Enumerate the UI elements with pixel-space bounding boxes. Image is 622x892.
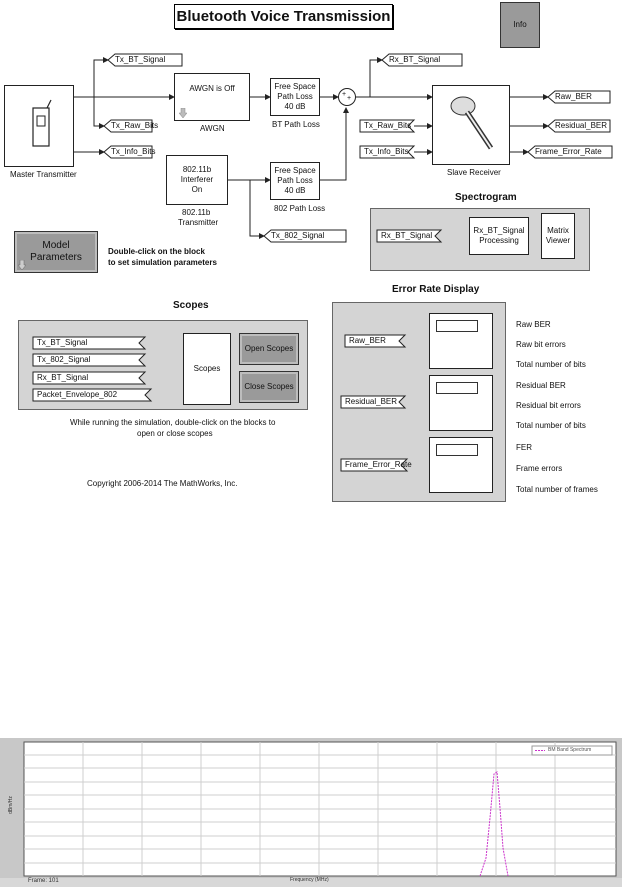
- spectrum-window: BM Band Spectrum dBm/Hz Frequency (MHz) …: [0, 738, 622, 887]
- scope-input-packet-envelope[interactable]: Packet_Envelope_802: [32, 388, 153, 402]
- master-transmitter-caption: Master Transmitter: [10, 170, 77, 179]
- down-arrow-icon: [179, 108, 187, 118]
- loss802-line1: Free Space: [274, 166, 316, 175]
- tag-frame-error-rate[interactable]: Frame_Error_Rate: [527, 145, 613, 159]
- copyright: Copyright 2006-2014 The MathWorks, Inc.: [87, 479, 238, 488]
- awgn-block[interactable]: AWGN is Off: [174, 73, 250, 121]
- viewer-line1: Matrix: [547, 226, 569, 235]
- headset-icon: [450, 96, 494, 150]
- loss802-line3: 40 dB: [284, 186, 306, 195]
- hint-line2: to set simulation parameters: [108, 258, 217, 267]
- rx-signal-processing-block[interactable]: Rx_BT_Signal Processing: [469, 217, 529, 255]
- scopes-block[interactable]: Scopes: [183, 333, 231, 405]
- error-input-raw-ber[interactable]: Raw_BER: [344, 334, 407, 348]
- scope-input-tx-802[interactable]: Tx_802_Signal: [32, 353, 147, 367]
- status-frame: Frame: 101: [28, 878, 59, 884]
- info-block[interactable]: Info: [500, 2, 540, 48]
- loss802-line2: Path Loss: [277, 176, 313, 185]
- close-scopes-button[interactable]: Close Scopes: [239, 371, 299, 403]
- error-rate-panel: Raw_BER Residual_BER Frame_Error_Rate: [332, 302, 506, 502]
- model-params-line2: Parameters: [30, 252, 82, 263]
- phone-icon: [32, 99, 52, 147]
- grid-lines: [24, 742, 616, 876]
- sum-block[interactable]: + +: [338, 88, 356, 106]
- tag-tx-raw-bits[interactable]: Tx_Raw_Bits: [103, 119, 158, 133]
- bt-loss-line2: Path Loss: [277, 92, 313, 101]
- bt-loss-line1: Free Space: [274, 82, 316, 91]
- tag-tx-bt-signal[interactable]: Tx_BT_Signal: [107, 53, 183, 67]
- scope-input-rx-bt[interactable]: Rx_BT_Signal: [32, 371, 147, 385]
- awgn-status: AWGN is Off: [189, 84, 235, 93]
- bt-path-loss-block[interactable]: Free Space Path Loss 40 dB: [270, 78, 320, 116]
- error-input-fer[interactable]: Frame_Error_Rate: [340, 458, 412, 472]
- tag-tx-info-bits[interactable]: Tx_Info_Bits: [103, 145, 155, 159]
- awgn-caption: AWGN: [200, 124, 225, 133]
- error-rate-title: Error Rate Display: [392, 284, 480, 295]
- page-title: Bluetooth Voice Transmission: [174, 4, 393, 29]
- legend-box: [531, 745, 613, 756]
- spectrum-plot: [0, 741, 622, 887]
- tag-tx-802-signal[interactable]: Tx_802_Signal: [263, 229, 347, 243]
- bt-path-loss-caption: BT Path Loss: [272, 120, 320, 129]
- open-scopes-button[interactable]: Open Scopes: [239, 333, 299, 365]
- spectrogram-title: Spectrogram: [455, 192, 517, 203]
- master-transmitter-block[interactable]: [4, 85, 74, 167]
- label-residual-ber: Residual BER: [516, 381, 566, 390]
- interferer-caption-1: 802.11b: [182, 208, 211, 217]
- spectrogram-panel: Rx_BT_Signal Rx_BT_Signal Processing Mat…: [370, 208, 590, 271]
- tag-residual-ber[interactable]: Residual_BER: [547, 119, 611, 133]
- tag-rx-bt-signal[interactable]: Rx_BT_Signal: [381, 53, 463, 67]
- slave-receiver-caption: Slave Receiver: [447, 168, 501, 177]
- label-frame-errors: Frame errors: [516, 464, 563, 473]
- scopes-note-line2: open or close scopes: [137, 429, 213, 438]
- processing-line2: Processing: [479, 236, 519, 245]
- processing-line1: Rx_BT_Signal: [473, 226, 525, 235]
- label-raw-bit-errors: Raw bit errors: [516, 340, 566, 349]
- spectrum-trace: [479, 771, 509, 877]
- fer-display[interactable]: [429, 437, 493, 493]
- label-total-bits-2: Total number of bits: [516, 421, 586, 430]
- scopes-title: Scopes: [173, 300, 209, 311]
- label-raw-ber: Raw BER: [516, 320, 551, 329]
- scope-input-tx-bt[interactable]: Tx_BT_Signal: [32, 336, 147, 350]
- model-parameters-block[interactable]: Model Parameters: [14, 231, 98, 273]
- scopes-note-line1: While running the simulation, double-cli…: [70, 418, 276, 427]
- from-tx-info-bits[interactable]: Tx_Info_Bits: [359, 145, 416, 159]
- label-total-frames: Total number of frames: [516, 485, 598, 494]
- y-axis-label: dBm/Hz: [7, 796, 14, 814]
- tag-raw-ber[interactable]: Raw_BER: [547, 90, 611, 104]
- raw-ber-display[interactable]: [429, 313, 493, 369]
- error-input-residual-ber[interactable]: Residual_BER: [340, 395, 407, 409]
- from-tx-raw-bits[interactable]: Tx_Raw_Bits: [359, 119, 416, 133]
- down-arrow-icon: [18, 260, 26, 270]
- slave-receiver-block[interactable]: [432, 85, 510, 165]
- label-fer: FER: [516, 443, 532, 452]
- bt-loss-line3: 40 dB: [284, 102, 306, 111]
- 802-path-loss-block[interactable]: Free Space Path Loss 40 dB: [270, 162, 320, 200]
- scopes-panel: Tx_BT_Signal Tx_802_Signal Rx_BT_Signal …: [18, 320, 308, 410]
- interferer-caption-2: Transmitter: [178, 218, 219, 227]
- hint-line1: Double-click on the block: [108, 247, 205, 256]
- sum-sign-bottom: +: [347, 95, 352, 102]
- sum-sign-top: +: [342, 91, 347, 98]
- viewer-line2: Viewer: [545, 236, 571, 245]
- interferer-line3: On: [191, 185, 203, 194]
- label-residual-bit-errors: Residual bit errors: [516, 401, 581, 410]
- legend-label: BM Band Spectrum: [548, 747, 592, 753]
- residual-ber-display[interactable]: [429, 375, 493, 431]
- spectrogram-input-tag[interactable]: Rx_BT_Signal: [376, 229, 443, 243]
- interferer-block[interactable]: 802.11b Interferer On: [166, 155, 228, 205]
- interferer-line1: 802.11b: [182, 165, 212, 174]
- 802-path-loss-caption: 802 Path Loss: [274, 204, 326, 213]
- matrix-viewer-block[interactable]: Matrix Viewer: [541, 213, 575, 259]
- label-total-bits-1: Total number of bits: [516, 360, 586, 369]
- x-axis-label: Frequency (MHz): [290, 877, 329, 883]
- interferer-line2: Interferer: [180, 175, 214, 184]
- model-params-line1: Model: [42, 240, 70, 251]
